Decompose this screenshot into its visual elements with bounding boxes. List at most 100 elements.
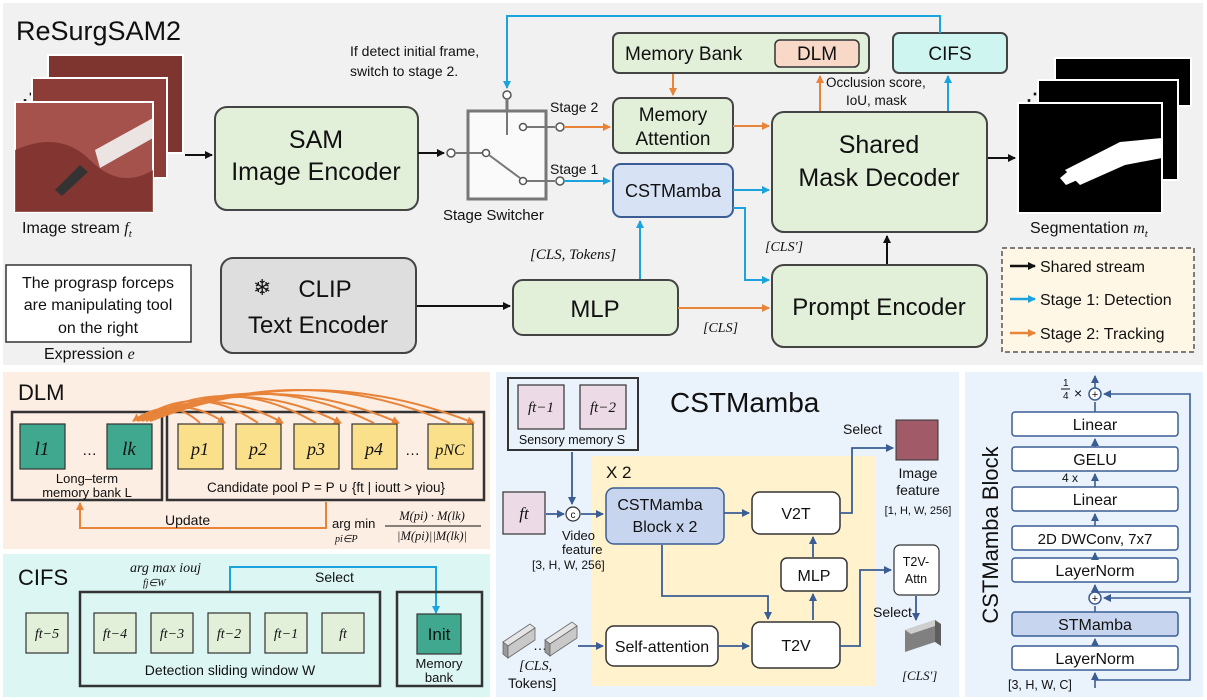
cls-prime-label: [CLS′] [765,240,803,255]
expression-text-3: on the right [58,320,139,337]
segmentation-output: ⋰ [1017,57,1192,214]
argmin-sub: pi∈P [334,534,358,545]
candidate-pool [165,410,486,502]
candidate-label: p2 [247,439,267,459]
t2v-label: T2V [781,638,811,655]
window-frames: ft−4 ft−3 ft−2 ft−1 ft [93,612,365,654]
frame-item [321,612,365,654]
cstmamba-block-box [605,487,725,545]
layer-label: LayerNorm [1055,651,1134,668]
image-stream: ⋰ [14,54,184,213]
shape-label: [3, H, W, C] [1008,678,1072,692]
frame-label: ft−5 [35,627,59,642]
candidate-item [351,423,398,470]
candidate-label: p1 [189,439,209,459]
select-label-2: Select [873,604,912,620]
dlm-tag [774,39,860,68]
clip-label-2: Text Encoder [248,312,388,339]
switcher-note-1: If detect initial frame, [350,43,479,59]
instrument-mask [1065,138,1162,185]
long-term-label-2: memory bank L [42,485,132,500]
layer-label: Linear [1073,417,1118,434]
layer-label: LayerNorm [1055,563,1134,580]
candidate-items: p1 p2 p3 p4 … pNC [177,423,474,470]
long-term-item-label: l1 [35,439,50,460]
decoder-label-2: Mask Decoder [798,164,959,192]
layer-label: Linear [1073,492,1118,509]
frame-label: ft [339,627,348,642]
expression-text-2: are manipulating tool [24,297,173,314]
frame-label: ft−2 [217,627,241,642]
x2-label: X 2 [606,463,632,482]
snowflake-icon: ❄ [253,275,271,300]
v2t-label: V2T [781,506,811,523]
cifs-title: CIFS [18,565,68,590]
shared-mask-decoder [771,111,988,233]
svg-text:…: … [533,637,547,653]
candidate-label: p4 [363,439,383,459]
candidate-label: p3 [305,439,325,459]
concat-label: c [571,510,576,521]
block-arrows [1091,375,1191,688]
t2v-attn-label-2: Attn [905,572,927,586]
long-term-label-1: Long–term [56,471,118,486]
candidate-label: pNC [434,442,465,459]
ellipsis: … [82,442,97,459]
sliding-window [78,590,382,688]
segmentation-label: Segmentation mt [1030,220,1149,240]
video-feature-2: feature [562,542,602,557]
candidate-item [235,423,282,470]
concat-node [565,506,581,522]
long-term-bank [10,410,164,502]
init-label: Init [428,625,451,644]
cls-token-cube [905,620,941,652]
candidate-item [177,423,224,470]
four-x-label: 4 x [1062,471,1078,485]
prompt-encoder-label: Prompt Encoder [792,294,965,321]
window-label: Detection sliding window W [145,662,316,678]
prompt-encoder [771,264,988,348]
quarter-frac: 1 [1063,378,1069,389]
long-term-item [19,423,66,470]
expression-label: Expression e [44,346,135,363]
occlusion-label-1: Occlusion score, [826,75,926,90]
block-title: CSTMamba Block [978,445,1003,623]
block-layers: Linear GELU Linear 2D DWConv, 7x7 LayerN… [1011,411,1179,671]
ft-label: ft [519,504,530,523]
update-arrow [76,502,327,529]
memory-attention-label-2: Attention [636,129,711,150]
frame-label: ft−3 [160,627,184,642]
sensory-item [579,384,627,430]
frame-item [207,612,251,654]
video-feature-3: [3, H, W, 256] [532,558,605,572]
instrument-shape [95,118,153,168]
svg-text:…: … [405,442,420,459]
frame-label: ft−1 [274,627,298,642]
long-term-item [106,423,153,470]
cls-label: [CLS] [703,321,738,336]
tokens-label-1: [CLS, [519,659,552,674]
frame-item [25,612,69,654]
memory-bank-label: Memory Bank [625,44,743,65]
argmin-label: arg min [332,516,375,531]
init-item [416,613,462,655]
fraction-numerator: M(pi) · M(lk) [398,509,465,523]
cifs-tag [892,32,1008,74]
block-label-2: Block x 2 [633,519,698,536]
cstmamba-title: CSTMamba [670,387,820,418]
dlm-title: DLM [18,380,64,405]
memory-bank-box [395,590,484,688]
clip-label-1: CLIP [298,276,351,303]
t2v-attn-box [893,544,940,596]
block-label-1: CSTMamba [617,497,702,514]
svg-text:+: + [1092,593,1098,605]
quarter-x: × [1074,385,1082,401]
layer-label: STMamba [1058,617,1132,634]
argmax-label: arg max iouj [130,561,201,576]
expression-box [5,264,192,343]
sensory-label: ft−2 [590,400,616,416]
dlm-arcs [132,389,475,425]
argmax-sub: fj∈W [143,578,167,589]
